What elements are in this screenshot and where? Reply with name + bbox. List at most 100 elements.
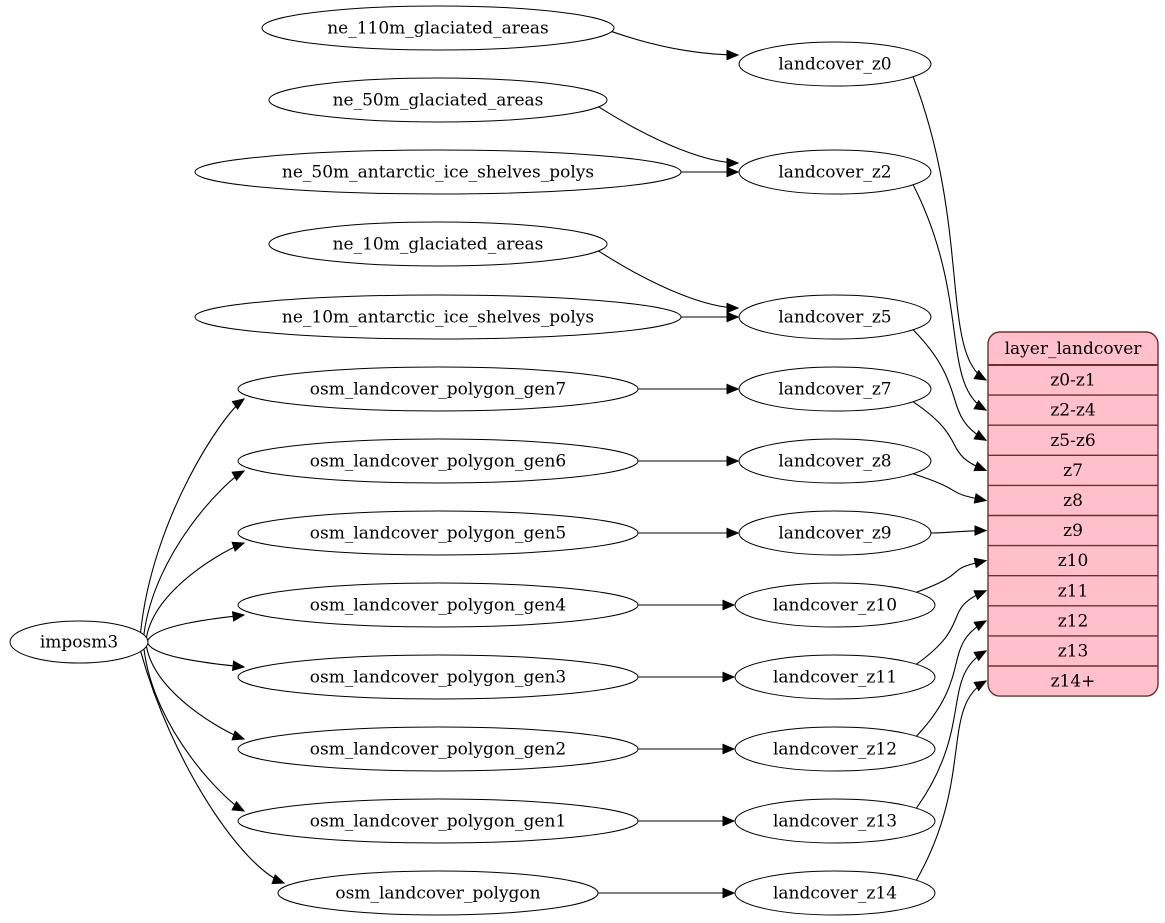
edge-arrowhead	[231, 730, 246, 741]
node-label: osm_landcover_polygon_gen3	[310, 668, 566, 688]
node-shape	[194, 149, 682, 195]
landcover-zoom-node[interactable]: landcover_z10	[734, 582, 936, 628]
edge-arrowhead	[726, 166, 740, 178]
node-shape	[734, 582, 936, 628]
edge-arrowhead	[726, 455, 740, 467]
node-shape	[9, 620, 149, 664]
table-row[interactable]: z2-z4	[1050, 401, 1095, 421]
landcover-zoom-node[interactable]: landcover_z13	[734, 798, 936, 844]
landcover-zoom-node[interactable]: landcover_z7	[738, 366, 932, 412]
node-label: landcover_z13	[773, 812, 897, 832]
node-label: ne_10m_antarctic_ice_shelves_polys	[282, 308, 594, 328]
table-row[interactable]: z9	[1063, 521, 1083, 541]
edge-imposm3	[145, 646, 245, 740]
edge-zoom-to-layer	[912, 473, 987, 501]
osm-table-node[interactable]: osm_landcover_polygon_gen3	[237, 654, 639, 700]
edge-natural-earth	[598, 106, 739, 164]
node-shape	[194, 294, 682, 340]
natural-earth-node[interactable]: ne_50m_antarctic_ice_shelves_polys	[194, 149, 682, 195]
edges-layer	[140, 31, 988, 899]
edge-zoom-to-layer	[912, 401, 987, 471]
landcover-zoom-node[interactable]: landcover_z0	[738, 41, 932, 87]
edge-arrowhead	[231, 541, 246, 552]
edge-arrowhead	[726, 383, 740, 395]
table-row[interactable]: z14+	[1051, 672, 1096, 692]
table-row[interactable]: z0-z1	[1050, 371, 1095, 391]
edge-zoom-to-layer	[916, 590, 987, 665]
edge-arrowhead	[973, 557, 988, 569]
node-shape	[734, 654, 936, 700]
nodes-layer: imposm3 ne_110m_glaciated_areas ne_50m_gla…	[9, 5, 936, 916]
node-shape	[237, 798, 639, 844]
table-row[interactable]: z10	[1058, 551, 1089, 571]
edge-arrowhead	[973, 369, 988, 381]
source-node[interactable]: imposm3	[9, 620, 149, 664]
table-row[interactable]: z11	[1058, 581, 1089, 601]
node-shape	[237, 726, 639, 772]
edge-arrowhead	[231, 398, 246, 410]
layer-landcover-table: layer_landcoverz0-z1z2-z4z5-z6z7z8z9z10z…	[987, 331, 1159, 697]
osm-table-node[interactable]: osm_landcover_polygon_gen1	[237, 798, 639, 844]
edge-zoom-to-layer	[915, 620, 987, 737]
table-row[interactable]: z5-z6	[1050, 431, 1095, 451]
node-label: landcover_z7	[778, 380, 891, 400]
node-label: osm_landcover_polygon_gen5	[310, 524, 566, 544]
node-shape	[738, 149, 932, 195]
table-row[interactable]: z7	[1063, 461, 1083, 481]
node-label: landcover_z11	[773, 668, 897, 688]
edge-arrowhead	[722, 599, 736, 611]
edge-arrowhead	[973, 650, 988, 662]
node-label: imposm3	[40, 633, 118, 653]
landcover-zoom-node[interactable]: landcover_z2	[738, 149, 932, 195]
natural-earth-node[interactable]: ne_10m_glaciated_areas	[268, 221, 608, 267]
edge-zoom-to-layer	[916, 560, 987, 593]
node-label: landcover_z2	[778, 163, 891, 183]
osm-table-node[interactable]: osm_landcover_polygon_gen6	[237, 438, 639, 484]
edge-arrowhead	[722, 887, 736, 899]
edge-zoom-to-layer	[912, 329, 987, 441]
osm-table-node[interactable]: osm_landcover_polygon_gen4	[237, 582, 639, 628]
node-shape	[268, 221, 608, 267]
osm-table-node[interactable]: osm_landcover_polygon_gen5	[237, 510, 639, 556]
node-label: landcover_z5	[778, 308, 891, 328]
natural-earth-node[interactable]: ne_110m_glaciated_areas	[261, 5, 615, 51]
node-label: osm_landcover_polygon_gen7	[310, 380, 566, 400]
edge-arrowhead	[973, 680, 988, 692]
landcover-zoom-node[interactable]: landcover_z14	[734, 870, 936, 916]
edge-natural-earth	[598, 250, 739, 309]
edge-imposm3	[143, 649, 245, 812]
landcover-zoom-node[interactable]: landcover_z9	[738, 510, 932, 556]
table-row[interactable]: z13	[1058, 641, 1089, 661]
natural-earth-node[interactable]: ne_10m_antarctic_ice_shelves_polys	[194, 294, 682, 340]
edge-zoom-to-layer	[912, 184, 987, 411]
edge-arrowhead	[726, 302, 740, 314]
node-shape	[734, 870, 936, 916]
node-label: ne_50m_antarctic_ice_shelves_polys	[282, 163, 594, 183]
node-label: landcover_z10	[773, 596, 897, 616]
table-row[interactable]: z12	[1058, 611, 1089, 631]
osm-table-node[interactable]: osm_landcover_polygon_gen2	[237, 726, 639, 772]
landcover-zoom-node[interactable]: landcover_z5	[738, 294, 932, 340]
node-shape	[268, 77, 608, 123]
table-container	[987, 331, 1159, 697]
node-label: landcover_z0	[778, 55, 891, 75]
node-shape	[734, 798, 936, 844]
landcover-zoom-node[interactable]: landcover_z11	[734, 654, 936, 700]
edge-arrowhead	[231, 611, 246, 622]
edge-arrowhead	[726, 157, 740, 169]
osm-table-node[interactable]: osm_landcover_polygon	[277, 870, 599, 916]
natural-earth-node[interactable]: ne_50m_glaciated_areas	[268, 77, 608, 123]
edge-zoom-to-layer	[912, 76, 987, 381]
node-shape	[738, 294, 932, 340]
edge-imposm3	[147, 643, 245, 668]
osm-table-node[interactable]: osm_landcover_polygon_gen7	[237, 366, 639, 412]
edge-arrowhead	[973, 590, 988, 601]
edge-natural-earth	[611, 31, 739, 56]
node-label: ne_110m_glaciated_areas	[327, 19, 549, 39]
table-row[interactable]: z8	[1063, 491, 1083, 511]
node-label: osm_landcover_polygon_gen1	[310, 812, 566, 832]
edge-arrowhead	[726, 311, 740, 323]
node-shape	[261, 5, 615, 51]
landcover-zoom-node[interactable]: landcover_z12	[734, 726, 936, 772]
landcover-zoom-node[interactable]: landcover_z8	[738, 438, 932, 484]
